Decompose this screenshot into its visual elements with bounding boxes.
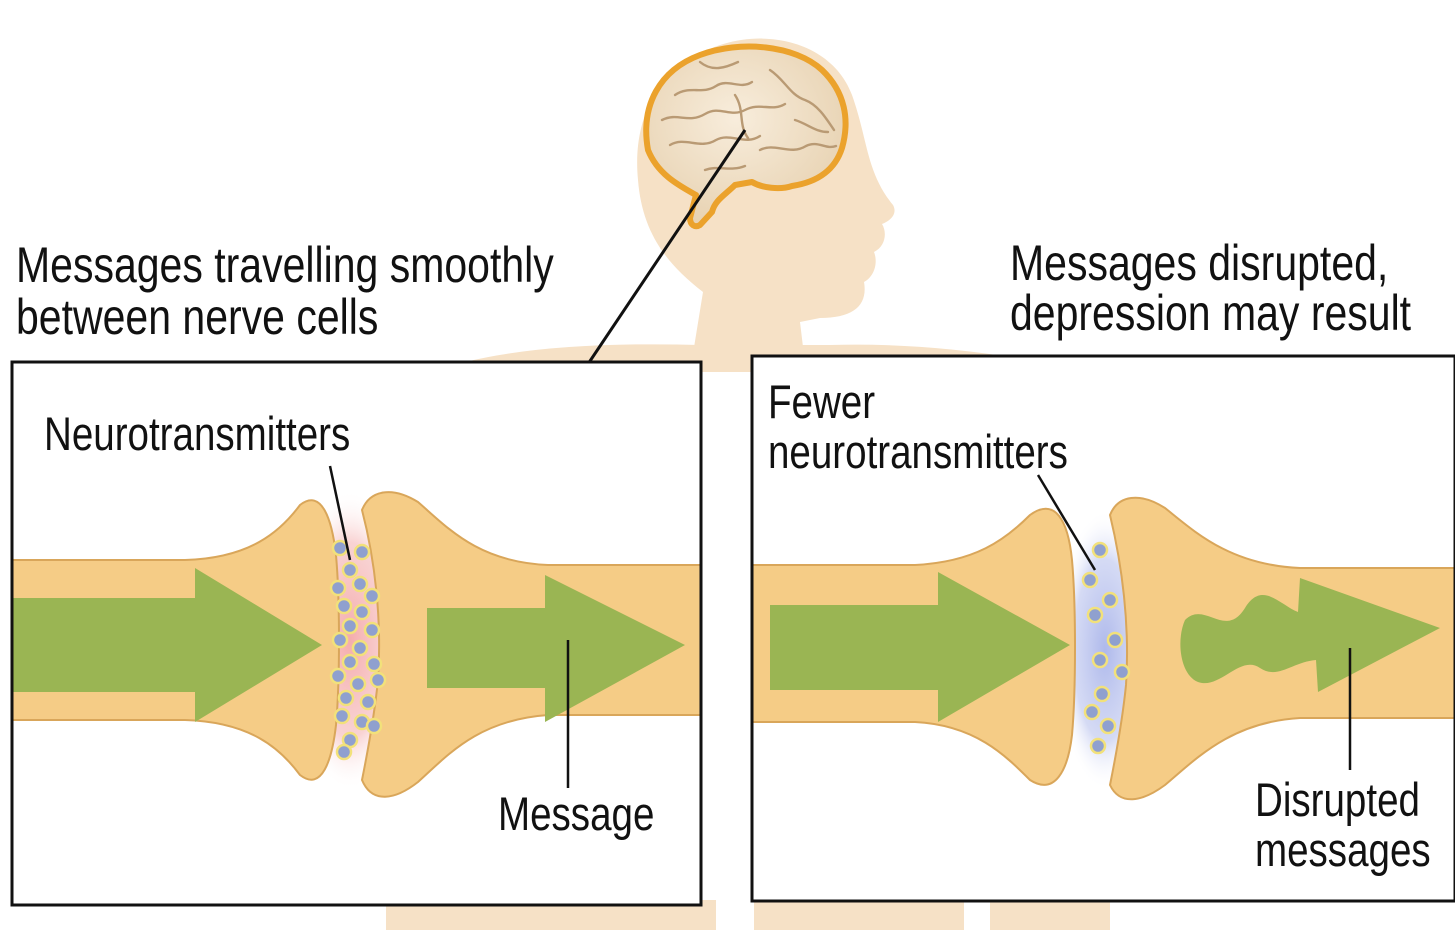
vesicle [371, 673, 385, 687]
left-caption-line2: between nerve cells [16, 292, 378, 342]
vesicle [353, 577, 367, 591]
vesicle [1085, 705, 1099, 719]
vesicle [1108, 633, 1122, 647]
vesicle [353, 641, 367, 655]
vesicle [343, 563, 357, 577]
vesicle [355, 545, 369, 559]
vesicle [337, 599, 351, 613]
vesicle [333, 541, 347, 555]
vesicle [1091, 739, 1105, 753]
right-caption-line1: Messages disrupted, [1010, 238, 1388, 288]
vesicle [365, 623, 379, 637]
vesicle [1101, 719, 1115, 733]
fewer-label-line2: neurotransmitters [768, 428, 1068, 475]
vesicle [343, 655, 357, 669]
neurotransmitters-label: Neurotransmitters [44, 410, 350, 457]
vesicle [333, 633, 347, 647]
left-caption-line1: Messages travelling smoothly [16, 240, 554, 290]
vesicle [337, 745, 351, 759]
vesicle [1093, 653, 1107, 667]
vesicle [1115, 665, 1129, 679]
vesicle [367, 657, 381, 671]
vesicle [1083, 573, 1097, 587]
vesicle [335, 709, 349, 723]
vesicle [331, 669, 345, 683]
vesicle [1103, 593, 1117, 607]
vesicle [339, 691, 353, 705]
vesicle [367, 719, 381, 733]
vesicle [361, 695, 375, 709]
disrupted-label-line1: Disrupted [1255, 776, 1420, 823]
vesicle [355, 605, 369, 619]
vesicle [1088, 608, 1102, 622]
vesicle [343, 619, 357, 633]
message-label: Message [498, 790, 654, 837]
right-caption-line2: depression may result [1010, 288, 1411, 338]
fewer-label-line1: Fewer [768, 378, 875, 425]
vesicle [1093, 543, 1107, 557]
disrupted-label-line2: messages [1255, 826, 1431, 873]
vesicle [1095, 687, 1109, 701]
vesicle [331, 581, 345, 595]
vesicle [365, 589, 379, 603]
vesicle [351, 677, 365, 691]
